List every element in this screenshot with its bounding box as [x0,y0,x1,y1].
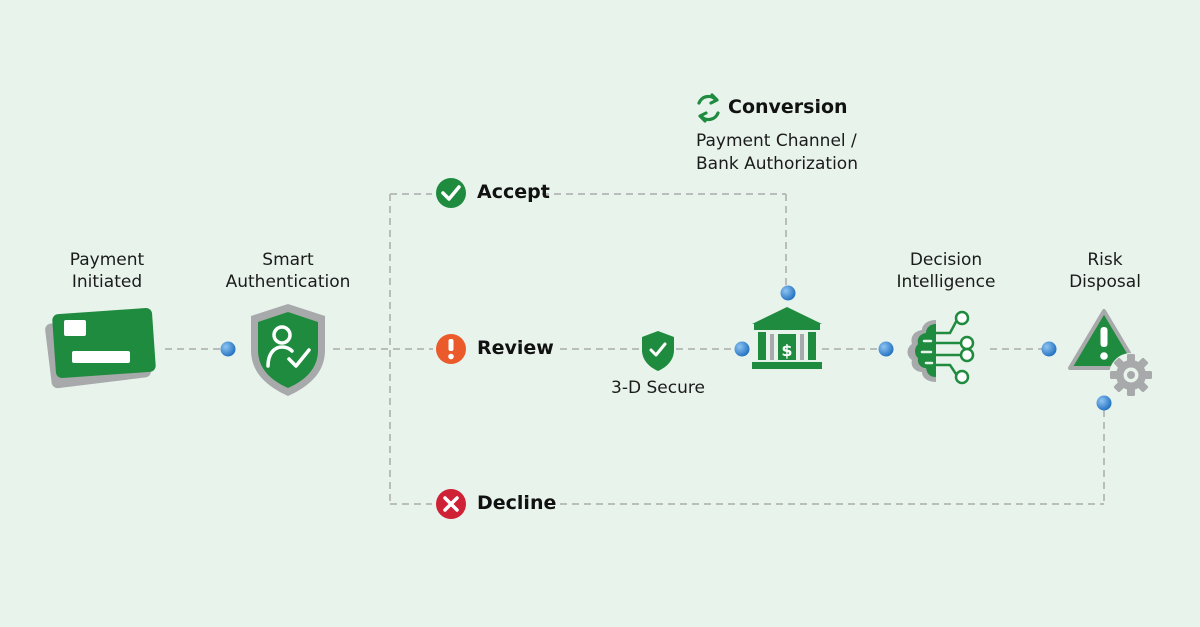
connector-dot [1041,341,1057,357]
bank-icon: $ [752,307,822,369]
secure-label: 3-D Secure [611,378,705,398]
connector-dots [220,285,1112,411]
connector-dot [878,341,894,357]
conversion-subtitle: Payment Channel / Bank Authorization [696,131,858,174]
decline-route-label: Decline [477,492,557,514]
credit-card-icon [45,307,156,389]
connector-dot [1096,395,1112,411]
risk-disposal-label: Risk Disposal [1069,250,1141,292]
shield-user-check-icon [251,304,325,396]
connector-dot [220,341,236,357]
exclamation-circle-icon [436,334,466,364]
warning-gear-icon [1068,309,1153,397]
svg-text:$: $ [781,341,792,360]
shield-check-icon [642,331,674,371]
payment-initiated-label: Payment Initiated [69,250,145,292]
connector-dot [780,285,796,301]
x-circle-icon [436,489,466,519]
connector-lines [165,193,1105,505]
accept-route-label: Accept [477,181,550,203]
brain-circuit-icon [907,310,975,385]
decision-intelligence-label: Decision Intelligence [896,250,996,292]
check-circle-icon [436,178,466,208]
refresh-icon [697,93,720,123]
review-route-label: Review [477,337,554,359]
connector-dot [734,341,750,357]
smart-authentication-label: Smart Authentication [225,250,351,292]
conversion-title: Conversion [728,96,848,118]
